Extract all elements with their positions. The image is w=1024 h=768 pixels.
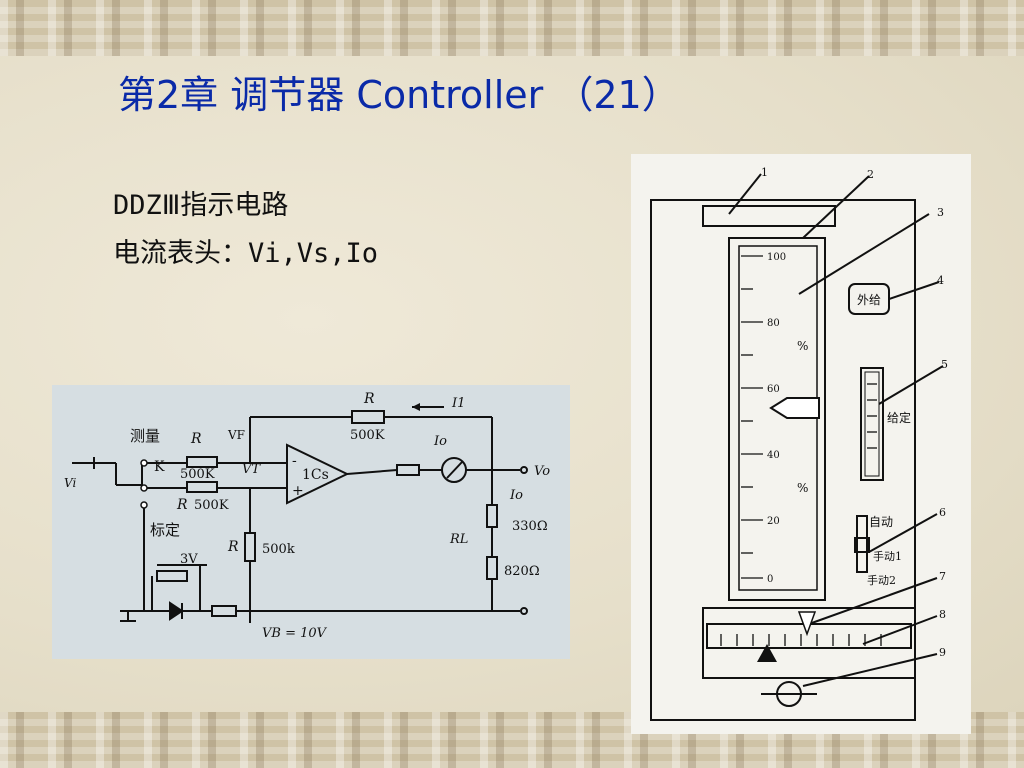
label-820: 820Ω: [504, 564, 540, 579]
label-setpoint: 给定: [887, 410, 911, 425]
scale-label-20: 20: [767, 516, 780, 527]
label-plus: +: [292, 483, 304, 499]
label-switch-k: K: [154, 459, 165, 475]
slide-title: 第2章 调节器 Controller （21）: [118, 73, 680, 117]
label-celiang: 测量: [130, 427, 160, 445]
label-auto: 自动: [869, 515, 893, 529]
scale-label-80: 80: [767, 318, 780, 329]
scale-label-100: 100: [767, 252, 786, 263]
label-ic: 1Cs: [302, 467, 329, 483]
callout-5: 5: [941, 358, 948, 371]
callout-7: 7: [939, 570, 946, 583]
percent-sign-lower: %: [797, 481, 808, 495]
callout-6: 6: [939, 506, 946, 519]
top-decorative-border: [0, 0, 1024, 56]
label-manual-2: 手动2: [867, 573, 896, 587]
callout-1: 1: [761, 166, 768, 179]
value-r2: 500K: [194, 498, 229, 513]
external-setpoint-button-label: 外给: [857, 293, 881, 307]
scale-label-60: 60: [767, 384, 780, 395]
scale-label-0: 0: [767, 574, 773, 585]
label-biaoding: 标定: [150, 521, 180, 539]
label-io2: Io: [509, 488, 523, 503]
deviation-pointer-icon: [757, 644, 777, 662]
label-r1: R: [190, 431, 202, 447]
label-vb: VB = 10V: [262, 626, 328, 641]
callout-9: 9: [939, 646, 946, 659]
text-line-ammeter: 电流表头：Vi,Vs,Io: [113, 238, 379, 269]
label-vi: Vi: [64, 476, 76, 490]
value-r1: 500K: [180, 467, 215, 482]
circuit-diagram: 测量 标定 K R 500K R 500K R 500k R 500K VF V…: [64, 391, 550, 641]
meter-diagram: 1 2 3 4 5 6 7 8 9 100 80 60 40 20 0 % % …: [650, 166, 948, 721]
scale-label-40: 40: [767, 450, 780, 461]
label-rl: RL: [449, 532, 468, 547]
text-line-indicator-circuit: DDZⅢ指示电路: [113, 190, 289, 221]
callout-8: 8: [939, 608, 946, 621]
label-r2: R: [176, 497, 188, 513]
meter-front-panel: 1 2 3 4 5 6 7 8 9 100 80 60 40 20 0 % % …: [631, 154, 971, 734]
callout-4: 4: [937, 274, 944, 287]
label-3v: 3V: [180, 552, 198, 567]
percent-sign-upper: %: [797, 339, 808, 353]
setpoint-pointer-icon: [797, 611, 817, 637]
label-r3: R: [227, 539, 239, 555]
label-i1: I1: [451, 396, 465, 411]
label-vt: VT: [242, 462, 261, 477]
value-r3: 500k: [262, 542, 295, 557]
value-rf: 500K: [350, 428, 385, 443]
label-vf: VF: [227, 428, 245, 442]
label-330: 330Ω: [512, 519, 548, 534]
label-manual-1: 手动1: [873, 549, 902, 563]
label-rf: R: [363, 391, 375, 407]
circuit-diagram-panel: 测量 标定 K R 500K R 500K R 500k R 500K VF V…: [52, 385, 570, 659]
label-vo: Vo: [534, 464, 550, 479]
callout-2: 2: [867, 168, 874, 181]
pointer-icon: [769, 397, 820, 419]
callout-3: 3: [937, 206, 944, 219]
label-io: Io: [433, 434, 447, 449]
label-minus: -: [292, 453, 297, 469]
